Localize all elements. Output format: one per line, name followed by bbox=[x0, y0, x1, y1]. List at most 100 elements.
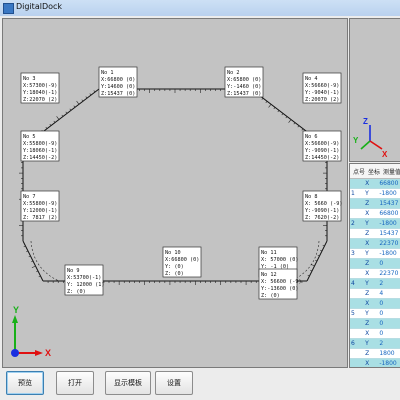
preview-button[interactable]: 预览 bbox=[6, 371, 44, 395]
hull-label-line: X:66800 (0) bbox=[101, 77, 135, 83]
table-cell-point bbox=[350, 239, 364, 248]
open-button[interactable]: 打开 bbox=[56, 371, 94, 395]
table-cell-value: 0 bbox=[379, 310, 384, 317]
y-axis-label: Y bbox=[13, 305, 19, 315]
table-cell-point bbox=[350, 289, 364, 298]
table-cell-point bbox=[350, 229, 364, 238]
hull-drawing: No 1X:66800 (0)Y:14600 (0)Z:15437 (0)No … bbox=[11, 66, 342, 358]
hull-tick bbox=[69, 108, 72, 111]
hull-label-mid-left bbox=[20, 130, 60, 162]
table-cell-point bbox=[350, 199, 364, 208]
table-cell-value: 0 bbox=[379, 260, 384, 267]
hull-label-line: Y:-9040(-1) bbox=[305, 90, 339, 96]
hull-label-line: Y:-13600 (0) bbox=[261, 286, 298, 292]
titlebar[interactable]: DigitalDock bbox=[0, 0, 400, 17]
hull-tick bbox=[315, 259, 318, 262]
hull-tick bbox=[56, 116, 60, 120]
hull-tick bbox=[38, 275, 41, 278]
hull-label-line: No 6 bbox=[305, 134, 318, 140]
hull-tick bbox=[36, 270, 39, 273]
settings-button[interactable]: 设置 bbox=[155, 371, 193, 395]
table-cell-coord: Z bbox=[365, 200, 370, 207]
hull-label-upper-left bbox=[20, 72, 60, 104]
hull-label-line: X:56660(-9) bbox=[305, 83, 339, 89]
table-cell-point: 2 bbox=[351, 220, 355, 227]
table-cell-value: 66800 bbox=[379, 180, 399, 187]
table-header-value: 测量值 bbox=[383, 169, 400, 176]
hull-label-bottom-left bbox=[64, 264, 104, 296]
hull-tick bbox=[265, 101, 268, 103]
table-cell-value: -1800 bbox=[379, 190, 397, 197]
z-axis-dot bbox=[11, 349, 19, 357]
table-cell-coord: X bbox=[365, 300, 370, 307]
hull-label-top-right bbox=[224, 66, 264, 98]
hull-tick bbox=[31, 260, 34, 263]
table-cell-point bbox=[350, 179, 364, 188]
hull-tick bbox=[320, 249, 323, 252]
hull-label-line: Y: 12000 (1) bbox=[67, 282, 104, 288]
hull-label-line: Z: (0) bbox=[165, 271, 184, 277]
hull-tick bbox=[49, 123, 52, 126]
hull-tick bbox=[93, 90, 96, 93]
hull-label-bottom-right2 bbox=[258, 268, 298, 300]
hull-label-line: Y:-9090(-1) bbox=[305, 208, 339, 214]
table-cell-point bbox=[350, 269, 364, 278]
hull-label-line: Y:18040(-1) bbox=[23, 90, 57, 96]
table-row[interactable]: X-1800 bbox=[350, 359, 400, 367]
hull-label-line: No 11 bbox=[261, 250, 277, 256]
hull-tick bbox=[322, 244, 325, 247]
table-cell-point bbox=[350, 299, 364, 308]
hull-label-line: Z:15437 (0) bbox=[101, 91, 135, 97]
app-icon bbox=[3, 3, 14, 14]
mini-axis-triad: ZYX bbox=[353, 117, 388, 159]
table-cell-coord: Y bbox=[365, 220, 369, 227]
hull-label-line: X:55800(-9) bbox=[23, 201, 57, 207]
y-axis-arrow bbox=[12, 315, 18, 323]
hull-label-line: No 2 bbox=[227, 70, 240, 76]
hull-label-line: Z: (0) bbox=[261, 293, 280, 299]
hull-label-top-left bbox=[98, 66, 138, 98]
hull-tick bbox=[297, 125, 300, 128]
hull-tick bbox=[81, 99, 84, 102]
hull-label-line: No 1 bbox=[101, 70, 114, 76]
hull-label-line: X: 56600 (-9) bbox=[261, 279, 302, 285]
hull-label-line: No 8 bbox=[305, 194, 318, 200]
table-cell-point: 6 bbox=[351, 340, 355, 347]
table-cell-coord: Z bbox=[365, 290, 370, 297]
hull-label-line: No 7 bbox=[23, 194, 36, 200]
table-cell-value: 0 bbox=[379, 320, 384, 327]
table-cell-value: 66800 bbox=[379, 210, 399, 217]
table-cell-coord: X bbox=[365, 270, 370, 277]
hull-tick bbox=[293, 122, 296, 125]
mini-x-label: X bbox=[382, 150, 388, 159]
show-template-button[interactable]: 显示模板 bbox=[105, 371, 151, 395]
x-axis-arrow bbox=[35, 350, 43, 356]
hull-label-line: Y: -1 (0) bbox=[261, 264, 289, 270]
hull-tick bbox=[307, 274, 310, 277]
hull-tick bbox=[73, 105, 76, 108]
table-cell-value: 1800 bbox=[379, 350, 395, 357]
table-cell-point bbox=[350, 209, 364, 218]
hull-tick bbox=[273, 107, 276, 110]
